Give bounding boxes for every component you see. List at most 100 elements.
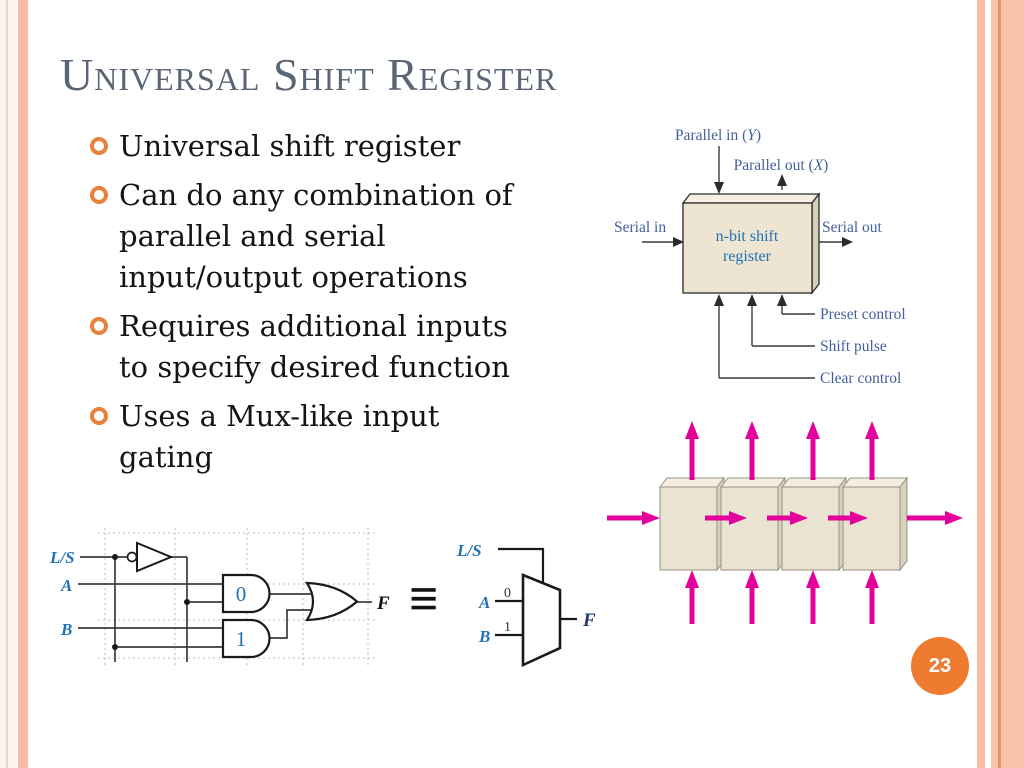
bullet-line: to specify desired function: [119, 350, 510, 384]
label-text: ): [823, 157, 828, 174]
select-wire: [498, 547, 545, 583]
and-gate-1-icon: [221, 618, 271, 659]
inverter-gate-icon: [136, 541, 174, 573]
and-gate-0-icon: [221, 573, 271, 614]
arrowhead-up-icon: [747, 294, 757, 306]
cell-right-face: [899, 476, 908, 572]
junction-dots: [112, 554, 190, 650]
preset-control-label: Preset control: [820, 306, 906, 323]
arrowhead-up-icon: [806, 570, 820, 588]
select-label: L/S: [49, 548, 75, 567]
arrowhead-right-icon: [842, 237, 853, 247]
page-title: Universal Shift Register: [60, 49, 558, 100]
or-gate-icon: [304, 581, 359, 622]
cell-top-face: [841, 477, 909, 488]
parallel-out-label: Parallel out (X): [734, 157, 829, 174]
output-f-label: F: [376, 593, 390, 614]
and0-select-value: 0: [236, 582, 247, 606]
serial-in-label: Serial in: [614, 219, 666, 236]
arrowhead-down-icon: [714, 182, 724, 194]
bullet-line: input/output operations: [119, 260, 468, 294]
input-b-label: B: [60, 620, 72, 639]
bullet-text: Universal shift register: [119, 126, 460, 167]
parallel-in-label: Parallel in (Y): [675, 127, 761, 144]
magenta-arrow-shafts: [607, 437, 947, 624]
box-label-line1: n-bit shift: [716, 228, 779, 245]
junction-dot: [184, 599, 190, 605]
block-diagram-wires: [642, 146, 844, 379]
label-text: Parallel out (: [734, 157, 814, 174]
arrowhead-up-icon: [806, 421, 820, 439]
equivalence-symbol: ≡: [409, 571, 439, 628]
label-text: ): [756, 127, 761, 144]
bullet-icon: [90, 186, 108, 204]
arrowhead-up-icon: [685, 421, 699, 439]
cell: [841, 476, 909, 572]
input-a-label: A: [478, 593, 490, 612]
list-item: Uses a Mux-like input gating: [90, 396, 580, 478]
input-a-label: A: [60, 576, 72, 595]
list-item: Requires additional inputs to specify de…: [90, 306, 580, 388]
register-3d-box: [681, 192, 821, 295]
output-f-label: F: [582, 610, 596, 631]
arrowhead-up-icon: [685, 570, 699, 588]
bullet-line: parallel and serial: [119, 219, 386, 253]
select-label: L/S: [456, 541, 482, 560]
shift-pulse-label: Shift pulse: [820, 338, 887, 355]
arrowhead-right-icon: [790, 511, 808, 525]
left-border-cream-band: [0, 0, 16, 768]
junction-dot: [112, 644, 118, 650]
page-number: 23: [928, 654, 952, 677]
mux-wires: [495, 547, 577, 637]
bullet-line: Can do any combination of: [119, 178, 513, 212]
block-diagram-arrowheads: [673, 174, 853, 306]
mux-symbol-diagram: ≡ L/S A B 0 1 F: [409, 541, 596, 668]
box-top-face: [681, 193, 821, 204]
cell-front-face: [842, 486, 901, 571]
bullet-text: Requires additional inputs to specify de…: [119, 306, 510, 388]
bullet-line: Uses a Mux-like input: [119, 399, 440, 433]
arrowhead-up-icon: [777, 294, 787, 306]
clear-control-label: Clear control: [820, 370, 901, 387]
box-right-face: [811, 192, 820, 295]
cell-front-face: [781, 486, 840, 571]
bullet-icon: [90, 317, 108, 335]
arrowhead-right-icon: [945, 511, 963, 525]
mux-in1-label: 1: [504, 620, 511, 635]
page-number-badge: 23: [911, 637, 969, 695]
left-border-salmon-stripe: [18, 0, 28, 768]
register-cells: [658, 476, 909, 572]
arrowhead-up-icon: [745, 570, 759, 588]
and1-select-value: 1: [236, 627, 247, 651]
bullet-line: gating: [119, 440, 214, 474]
cell: [719, 476, 787, 572]
left-border-line: [6, 0, 8, 768]
bullet-icon: [90, 407, 108, 425]
arrowhead-up-icon: [745, 421, 759, 439]
label-var: X: [813, 157, 824, 174]
inverter-bubble-icon: [126, 551, 138, 563]
right-border-dark-line: [998, 0, 1001, 768]
arrowhead-right-icon: [850, 511, 868, 525]
right-border-salmon-band: [991, 0, 1024, 768]
arrowhead-right-icon: [729, 511, 747, 525]
bullet-icon: [90, 137, 108, 155]
mux-in0-label: 0: [504, 586, 511, 601]
box-front-face: [682, 202, 813, 294]
magenta-arrowheads: [642, 421, 963, 588]
mux-trapezoid-icon: [521, 573, 562, 668]
bullet-line: Requires additional inputs: [119, 309, 508, 343]
bullet-line: Universal shift register: [119, 129, 461, 163]
arrowhead-up-icon: [865, 570, 879, 588]
nbit-shift-register-block-diagram: n-bit shift register Parallel in (Y) Par…: [614, 127, 906, 387]
cell-front-face: [720, 486, 779, 571]
list-item: Universal shift register: [90, 126, 580, 167]
label-text: Parallel in (: [675, 127, 747, 144]
right-border-salmon-stripe: [977, 0, 985, 768]
arrowhead-right-icon: [673, 237, 684, 247]
bullet-list: Universal shift register Can do any comb…: [90, 126, 580, 486]
list-item: Can do any combination of parallel and s…: [90, 175, 580, 298]
mux-gate-logic-diagram: L/S A B 0 1 F: [49, 528, 390, 665]
shift-register-cells-diagram: [607, 421, 963, 624]
input-b-label: B: [478, 627, 490, 646]
